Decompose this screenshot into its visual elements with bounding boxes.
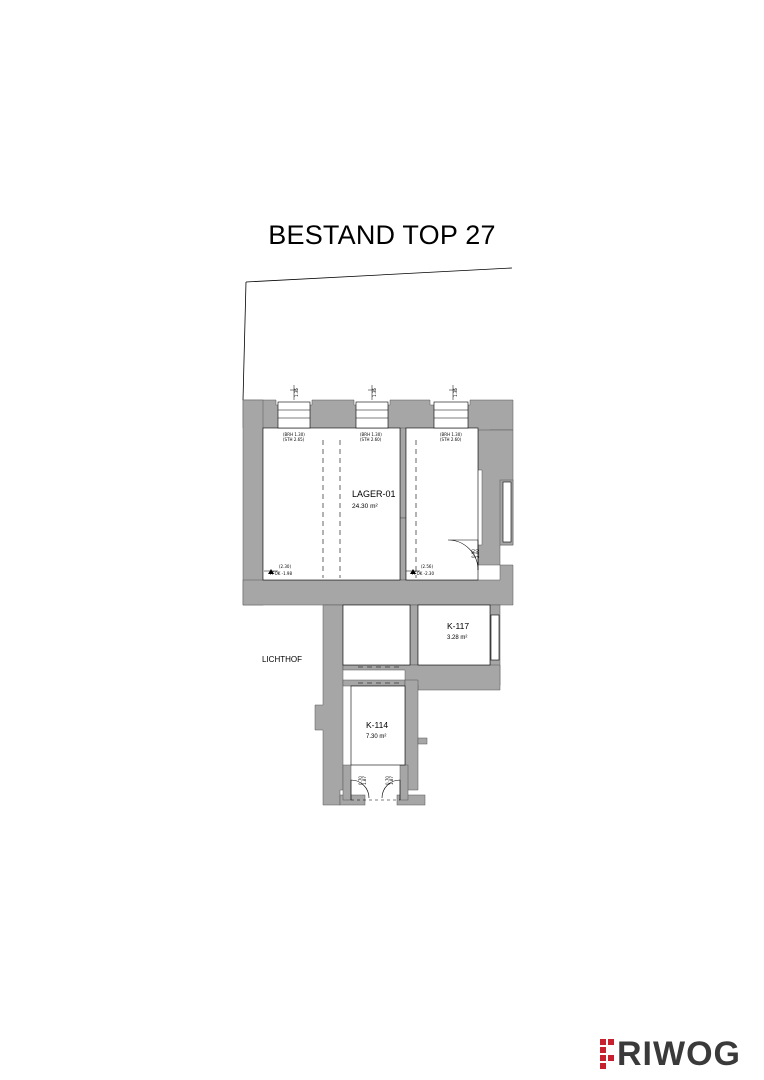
room-area-lager: 24.30 m² [352,503,378,510]
room-interiors [262,427,491,766]
room-name-lager: LAGER-01 [352,489,396,499]
window-3-brh: (BRH 1.30) [440,432,462,437]
door-1-w: 0.90 [471,549,476,558]
window-1-brh: (BRH 1.30) [283,432,305,437]
site-boundary [242,267,513,401]
room-area-k117: 3.28 m² [447,635,467,641]
door-2-h: 1.87 [362,776,367,785]
lichthof-label: LICHTHOF [262,655,302,664]
level-2-a: (2.56) [421,564,433,569]
page-title: BESTAND TOP 27 [268,220,496,250]
logo-text: RIWOG [617,1035,741,1073]
room-name-k114: K-114 [366,720,388,730]
window-2-brh: (BRH 1.30) [360,432,382,437]
level-1-b: FFOK -1.98 [270,571,292,576]
level-markers [264,569,420,574]
level-1-a: (2.30) [279,564,291,569]
level-2-b: FFOK -2.30 [412,571,434,576]
room-name-k117: K-117 [447,621,469,631]
window-1-sth: (STH 2.65) [283,437,305,442]
door-3-h: 1.87 [389,776,394,785]
room-area-k114: 7.30 m² [366,734,386,740]
window-dim-marks [290,385,457,400]
window-symbols [277,401,512,661]
window-1-dim: 1.35 [294,388,299,397]
door-1-h: 2.00 [475,549,480,558]
door-swings [350,539,479,801]
window-2-sth: (STH 2.60) [360,437,382,442]
riwog-logo: RIWOG [600,1036,741,1072]
window-2-dim: 1.35 [372,388,377,397]
window-3-sth: (STH 2.60) [440,437,462,442]
window-3-dim: 1.35 [453,388,458,397]
logo-mark-icon [600,1039,614,1069]
door-3-w: 0.70 [385,776,390,785]
dashed-lines [322,440,417,684]
door-2-w: 0.70 [358,776,363,785]
